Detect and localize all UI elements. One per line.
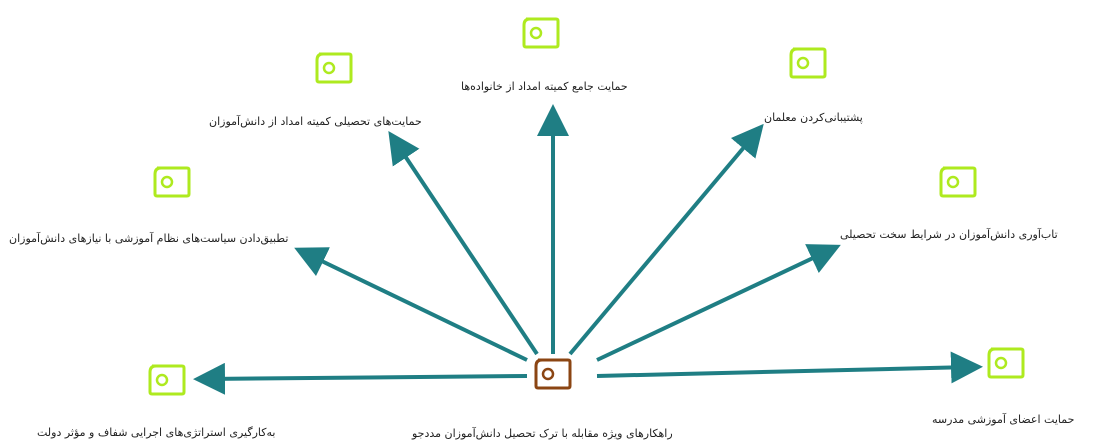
arrow-to-n3: [388, 131, 539, 356]
n6-node-icon[interactable]: [146, 362, 188, 398]
n7-node-label: حمایت اعضای آموزشی مدرسه: [932, 413, 1075, 426]
arrow-to-n5: [596, 244, 841, 362]
n5-node-label: تاب‌آوری دانش‌آموزان در شرایط سخت تحصیلی: [840, 228, 1058, 241]
central-node-label: راهکارهای ویژه مقابله با ترک تحصیل دانش‌…: [412, 427, 673, 440]
n7-node-icon[interactable]: [985, 345, 1027, 381]
n5-node-icon[interactable]: [937, 164, 979, 200]
n6-node-label: به‌کارگیری استراتژی‌های اجرایی شفاف و مؤ…: [37, 426, 276, 439]
n2-node-icon[interactable]: [787, 45, 829, 81]
central-node-icon[interactable]: [532, 356, 574, 392]
arrow-to-n4: [294, 247, 528, 362]
n3-node-icon[interactable]: [313, 50, 355, 86]
n4-node-label: تطبیق‌دادن سیاست‌های نظام آموزشی با نیاز…: [9, 232, 289, 245]
arrows-group: [193, 104, 983, 395]
n3-node-label: حمایت‌های تحصیلی کمیته امداد از دانش‌آمو…: [209, 115, 422, 128]
n4-node-icon[interactable]: [151, 164, 193, 200]
n1-node-label: حمایت جامع کمیته امداد از خانواده‌ها: [461, 80, 628, 93]
arrow-to-n7: [596, 351, 983, 384]
arrow-to-n6: [193, 362, 528, 395]
n2-node-label: پشتیبانی‌کردن معلمان: [764, 111, 863, 124]
n1-node-icon[interactable]: [520, 15, 562, 51]
arrow-to-n2: [568, 123, 764, 356]
